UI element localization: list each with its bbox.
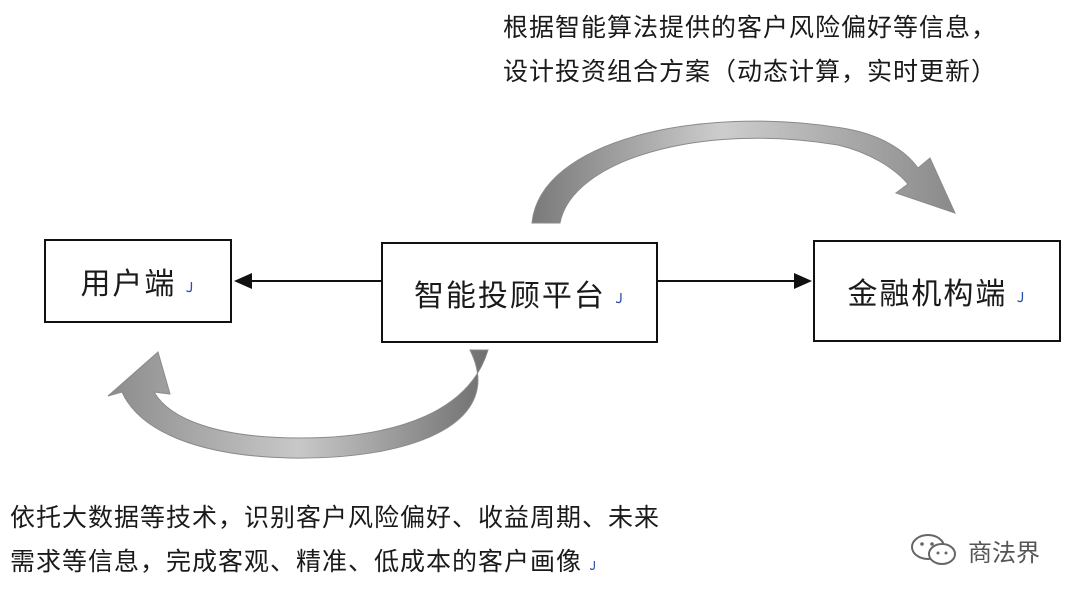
note-bottom-line2: 需求等信息，完成客观、精准、低成本的客户画像 [10, 547, 583, 576]
curved-arrow-platform-to-user [107, 349, 489, 459]
note-top-line1: 根据智能算法提供的客户风险偏好等信息， [503, 13, 998, 42]
node-user: 用户端 ᴊ [44, 239, 232, 323]
node-finance: 金融机构端 ᴊ [813, 240, 1061, 342]
note-top-line2: 设计投资组合方案（动态计算，实时更新） [503, 57, 998, 86]
paragraph-mark-icon: ᴊ [590, 555, 598, 574]
watermark: 商法界 [908, 532, 1040, 568]
node-user-label: 用户端 [80, 267, 177, 302]
paragraph-mark-icon: ᴊ [186, 275, 196, 297]
arrowhead-right [794, 273, 812, 289]
note-top: 根据智能算法提供的客户风险偏好等信息， 设计投资组合方案（动态计算，实时更新） [503, 6, 997, 94]
node-platform-label: 智能投顾平台 [413, 278, 606, 314]
paragraph-mark-icon: ᴊ [1017, 285, 1027, 307]
paragraph-mark-icon: ᴊ [615, 287, 626, 308]
note-bottom: 依托大数据等技术，识别客户风险偏好、收益周期、未来 需求等信息，完成客观、精准、… [10, 496, 660, 587]
node-platform: 智能投顾平台 ᴊ [381, 242, 658, 343]
note-bottom-line2-row: 需求等信息，完成客观、精准、低成本的客户画像 ᴊ [10, 540, 660, 587]
arrowhead-left [234, 273, 252, 289]
wechat-icon [911, 534, 956, 565]
watermark-text: 商法界 [968, 538, 1040, 567]
node-finance-label: 金融机构端 [847, 277, 1008, 312]
note-bottom-line1: 依托大数据等技术，识别客户风险偏好、收益周期、未来 [10, 503, 661, 532]
curved-arrow-platform-to-finance [531, 120, 956, 224]
